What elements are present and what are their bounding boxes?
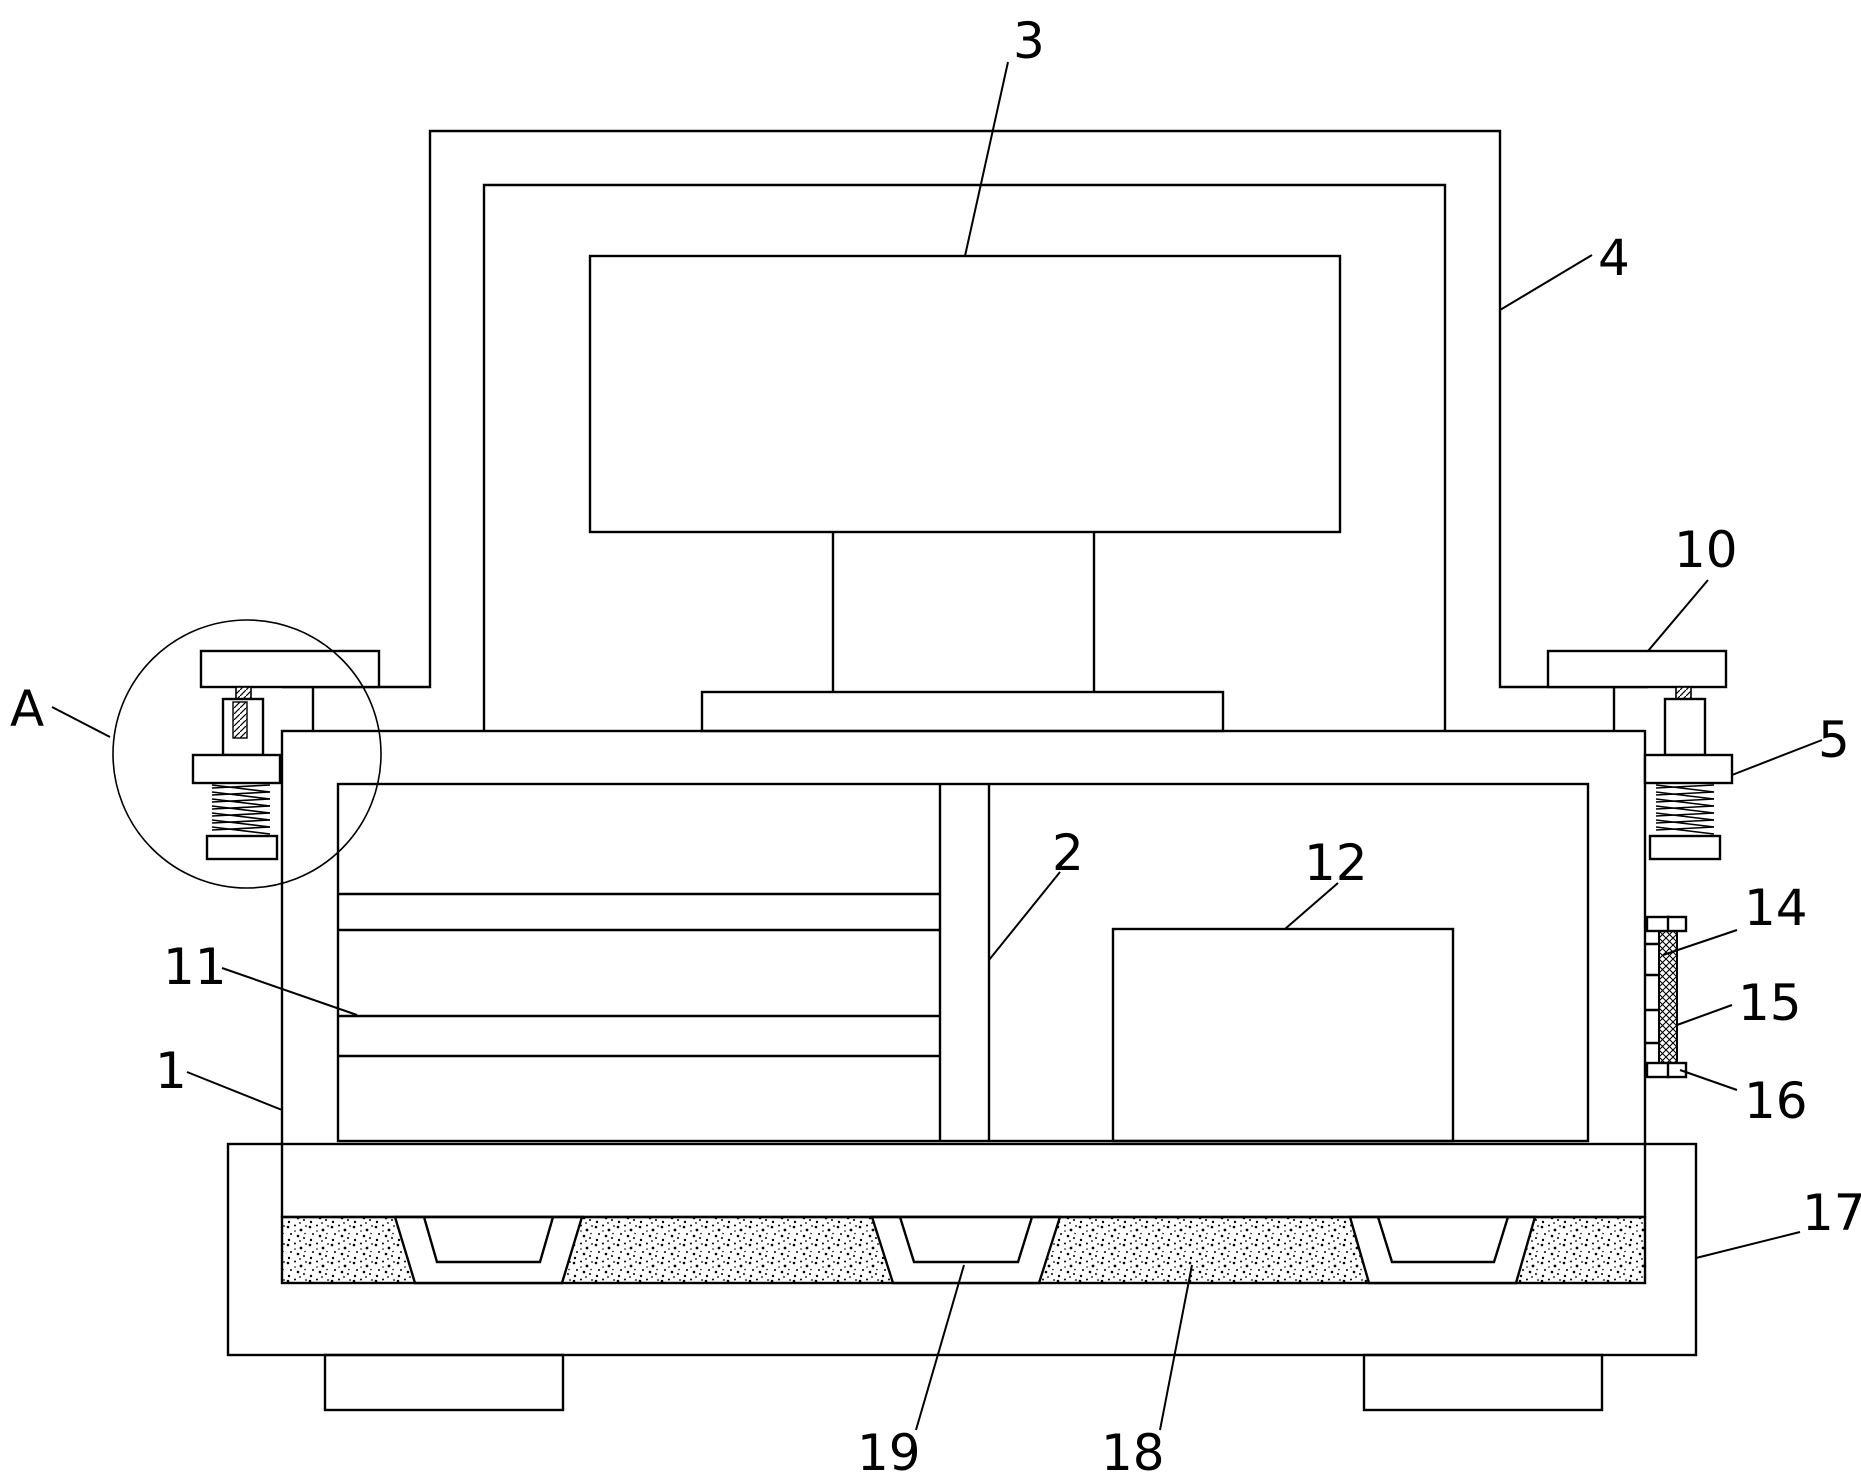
display-monitor [588,254,1342,733]
label-4: 4 [1598,229,1630,287]
label-17: 17 [1802,1184,1861,1242]
label-10: 10 [1674,521,1738,579]
label-1: 1 [155,1042,187,1100]
label-15: 15 [1738,974,1802,1032]
display-base [700,690,1225,733]
right-foot [1362,1353,1604,1412]
left-foot [323,1353,565,1412]
top-frame [282,129,1648,731]
detail-circle-a [112,619,382,889]
label-3: 3 [1013,12,1045,70]
label-16: 16 [1744,1072,1808,1130]
base-tray [226,1142,1698,1412]
side-latch [1645,915,1688,1079]
leader-lines [51,61,1823,1431]
left-damper-assembly [112,619,382,889]
label-2: 2 [1052,824,1084,882]
bottom-cushion-layer [280,1215,1647,1285]
label-11: 11 [163,938,227,996]
label-12: 12 [1304,834,1368,892]
label-19: 19 [857,1424,921,1482]
label-a: A [10,680,44,738]
label-5: 5 [1818,711,1850,769]
inner-cavity [336,782,1590,1143]
right-damper-assembly [1546,649,1734,861]
main-body [280,729,1647,1219]
label-14: 14 [1744,879,1808,937]
callout-labels: 3 4 10 5 2 12 14 15 16 17 11 1 18 19 A [10,12,1861,1482]
label-18: 18 [1101,1424,1165,1482]
